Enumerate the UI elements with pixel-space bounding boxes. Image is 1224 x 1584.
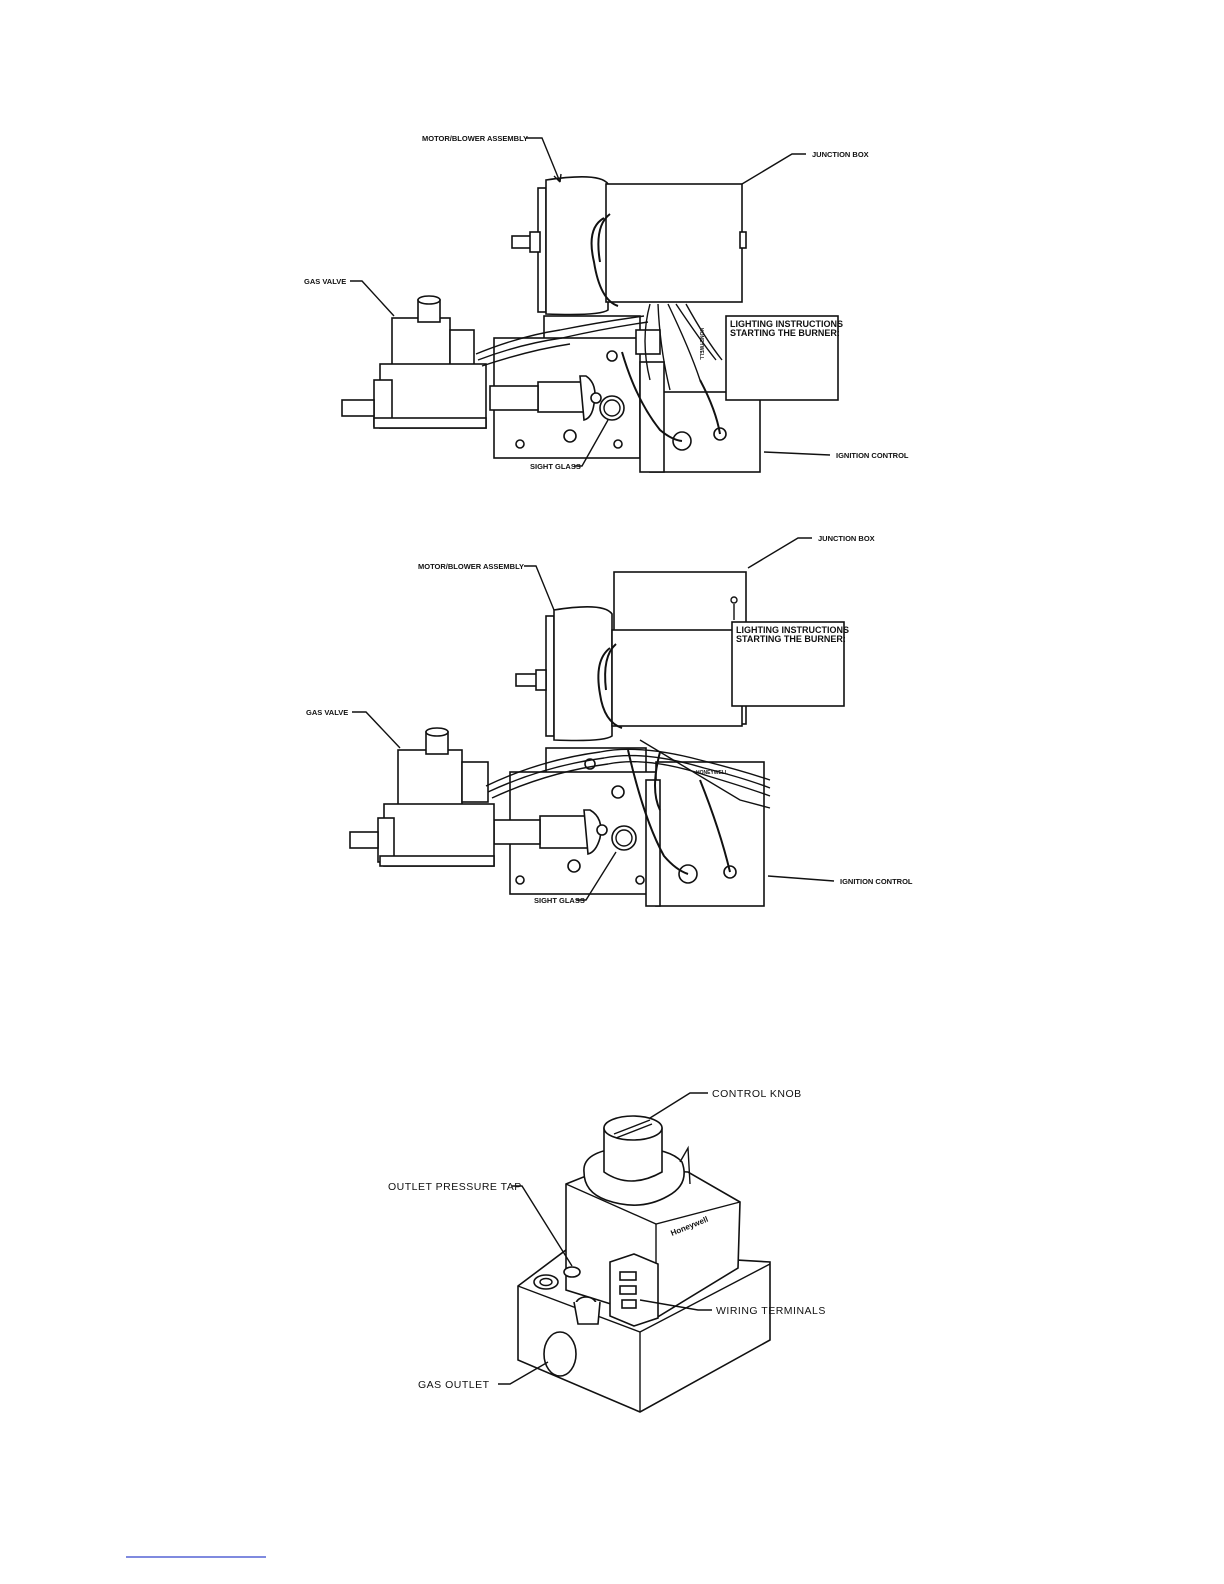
burner-housing-2 (493, 747, 765, 907)
lighting-line2: STARTING THE BURNER: (736, 634, 846, 644)
control-knob-label: CONTROL KNOB (712, 1088, 802, 1100)
gas-valve-1 (341, 295, 487, 429)
gas-valve-label: GAS VALVE (304, 277, 346, 286)
lighting-line1: LIGHTING INSTRUCTIONS (730, 319, 843, 329)
gas-valve-2 (349, 727, 495, 867)
motor-blower-assembly-2 (515, 606, 743, 742)
lighting-instructions-plate-2: LIGHTING INSTRUCTIONS STARTING THE BURNE… (731, 621, 849, 707)
burner-housing (489, 315, 761, 473)
sight-glass-label: SIGHT GLASS (530, 462, 581, 471)
ignition-control-box-2 (655, 761, 765, 907)
lighting-instructions-plate-1: LIGHTING INSTRUCTIONS STARTING THE BURNE… (725, 315, 843, 401)
gas-outlet-opening (543, 1331, 577, 1377)
wiring-terminal-block (609, 1253, 659, 1327)
gas-outlet-label: GAS OUTLET (418, 1379, 490, 1391)
ignition-control-label-2: IGNITION CONTROL (840, 877, 913, 886)
outlet-pressure-tap (563, 1266, 581, 1278)
junction-box-label: JUNCTION BOX (812, 150, 869, 159)
outlet-pressure-tap-label: OUTLET PRESSURE TAP (388, 1181, 522, 1193)
honeywell-mark-1: HONEYWELL (698, 328, 704, 360)
motor-blower-assembly (511, 176, 747, 316)
honeywell-mark-2: HONEYWELL (696, 770, 728, 776)
lighting-line1: LIGHTING INSTRUCTIONS (736, 625, 849, 635)
wiring-terminals-label: WIRING TERMINALS (716, 1305, 826, 1317)
gas-valve-label-2: GAS VALVE (306, 708, 348, 717)
sight-glass-label-2: SIGHT GLASS (534, 896, 585, 905)
gas-valve-diagram: Honeywell CONTROL KNOB OUTLET PRESSURE T… (388, 1088, 826, 1413)
ignition-control-label: IGNITION CONTROL (836, 451, 909, 460)
junction-box-label-2: JUNCTION BOX (818, 534, 875, 543)
burner-diagram-1: LIGHTING INSTRUCTIONS STARTING THE BURNE… (304, 134, 909, 473)
wiring-1 (475, 303, 723, 442)
wiring-2 (485, 739, 771, 875)
motor-blower-label: MOTOR/BLOWER ASSEMBLY (422, 134, 528, 143)
motor-blower-label-2: MOTOR/BLOWER ASSEMBLY (418, 562, 524, 571)
lighting-line2: STARTING THE BURNER: (730, 328, 840, 338)
ignition-control-box (649, 391, 761, 473)
burner-diagram-2: LIGHTING INSTRUCTIONS STARTING THE BURNE… (306, 534, 913, 907)
